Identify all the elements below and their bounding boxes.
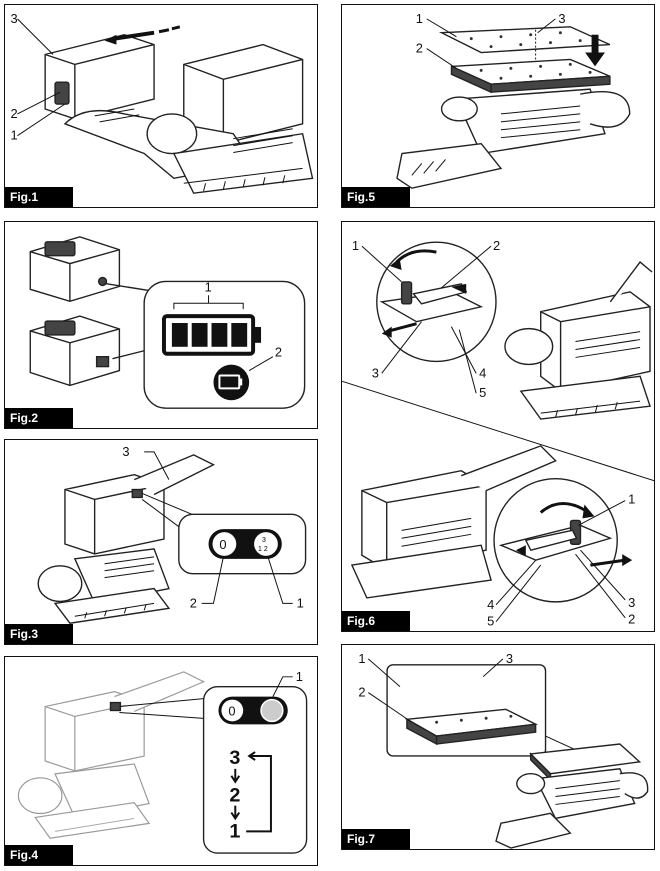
- fig3-dial-right-top: 3: [262, 537, 266, 544]
- fig6-bottom-callout-1: 1: [628, 492, 635, 507]
- fig4-seq-3: 3: [229, 747, 240, 769]
- fig3-dial-right-bottom: 1 2: [258, 546, 268, 553]
- fig6-bottom-callout-4: 4: [487, 597, 494, 612]
- figure-3-panel: 0 3 1 2 3 2 1 Fig.3: [4, 439, 318, 645]
- fig6-top-callout-3: 3: [372, 365, 379, 380]
- fig3-callout-1: 1: [297, 595, 304, 610]
- fig4-dial-left: 0: [228, 703, 235, 718]
- fig3-illustration: 0 3 1 2 3 2 1: [37, 444, 307, 624]
- fig3-dial-left: 0: [219, 537, 226, 552]
- figure-5-panel: 1 3 2 Fig.5: [341, 4, 655, 208]
- fig2-callout-1: 1: [205, 279, 212, 294]
- fig6-label: Fig.6: [342, 611, 410, 631]
- fig1-callout-3: 3: [10, 11, 17, 26]
- fig4-illustration: 0 1 3 2 1: [17, 669, 308, 854]
- fig6-top-callout-1: 1: [352, 238, 359, 253]
- figure-2-panel: 1 2 Fig.2: [4, 221, 318, 429]
- fig4-seq-1: 1: [229, 820, 240, 842]
- fig6-bottom-callout-2: 2: [628, 612, 635, 627]
- fig6-bottom-callout-3: 3: [628, 595, 635, 610]
- fig7-label: Fig.7: [342, 829, 410, 849]
- fig3-label: Fig.3: [5, 624, 73, 644]
- fig7-callout-3: 3: [506, 651, 513, 666]
- fig5-callout-2: 2: [416, 41, 423, 56]
- fig3-callout-2: 2: [190, 595, 197, 610]
- figure-4-panel: 0 1 3 2 1 Fig.4: [4, 656, 318, 866]
- fig4-label: Fig.4: [5, 845, 73, 865]
- fig4-callout-1: 1: [296, 669, 303, 684]
- fig2-callout-2: 2: [275, 345, 282, 360]
- figure-7-panel: 1 3 2 Fig.7: [341, 644, 655, 850]
- fig5-callout-1: 1: [416, 11, 423, 26]
- fig7-illustration: 1 3 2: [358, 651, 649, 849]
- fig5-callout-3: 3: [558, 11, 565, 26]
- fig1-callout-1: 1: [10, 128, 17, 143]
- fig1-illustration: 3 2 1: [10, 11, 314, 194]
- fig2-illustration: 1 2: [29, 236, 306, 409]
- fig7-callout-2: 2: [358, 684, 365, 699]
- fig6-top-callout-5: 5: [479, 385, 486, 400]
- fig3-callout-3: 3: [122, 444, 129, 459]
- fig5-label: Fig.5: [342, 187, 410, 207]
- fig6-top-callout-2: 2: [493, 238, 500, 253]
- fig7-callout-1: 1: [358, 651, 365, 666]
- figure-1-panel: 3 2 1 Fig.1: [4, 4, 318, 208]
- fig4-seq-2: 2: [229, 785, 240, 807]
- fig1-label: Fig.1: [5, 187, 73, 207]
- fig6-bottom-callout-5: 5: [487, 614, 494, 629]
- fig6-top-callout-4: 4: [479, 365, 486, 380]
- figure-6-panel: 1 2 3 4 5 1 3 4 2 5 Fig.6: [341, 221, 655, 632]
- fig1-callout-2: 2: [10, 106, 17, 121]
- fig6-illustration: 1 2 3 4 5 1 3 4 2 5: [342, 238, 654, 629]
- fig2-label: Fig.2: [5, 408, 73, 428]
- fig5-illustration: 1 3 2: [396, 11, 631, 189]
